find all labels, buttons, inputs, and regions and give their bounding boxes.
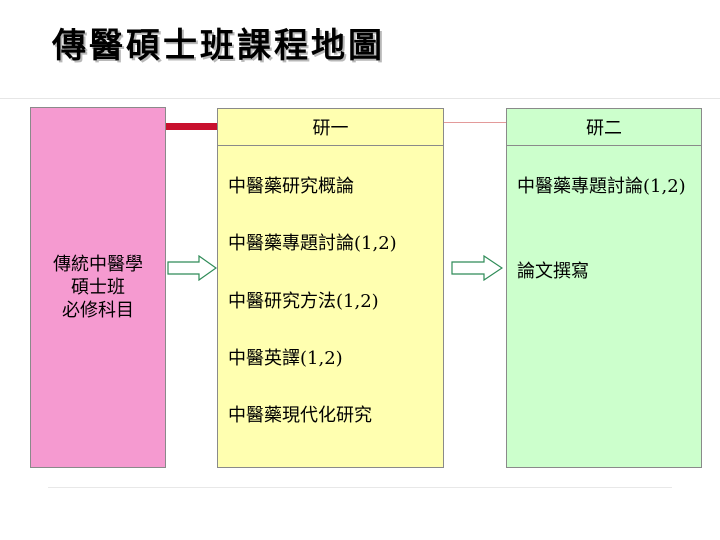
header-divider [0,98,720,99]
year1-course-item: 中醫英譯(1,2) [228,348,343,369]
core-label-line: 傳統中醫學 [53,254,143,275]
year1-course-item: 中醫研究方法(1,2) [228,291,379,312]
year1-box: 研一 中醫藥研究概論 中醫藥專題討論(1,2) 中醫研究方法(1,2) 中醫英譯… [217,108,444,468]
arrow-right-icon [451,255,503,281]
year2-course-item: 論文撰寫 [517,261,589,282]
year1-course-item: 中醫藥研究概論 [228,176,354,197]
year1-course-item: 中醫藥現代化研究 [228,405,372,426]
page-title: 傳醫碩士班課程地圖 [52,26,385,66]
year2-header: 研二 [507,109,701,146]
footer-divider [48,487,672,488]
core-label-line: 必修科目 [62,300,134,321]
year1-header: 研一 [218,109,443,146]
core-requirements-box: 傳統中醫學 碩士班 必修科目 [30,107,166,468]
core-requirements-label: 傳統中醫學 碩士班 必修科目 [53,253,143,322]
year2-box: 研二 中醫藥專題討論(1,2) 論文撰寫 [506,108,702,468]
core-to-year1-connector [166,123,217,130]
year1-to-year2-link-line [444,122,506,123]
year2-course-item: 中醫藥專題討論(1,2) [517,176,686,197]
core-label-line: 碩士班 [71,277,125,298]
arrow-right-icon [167,255,217,281]
year1-course-item: 中醫藥專題討論(1,2) [228,233,397,254]
